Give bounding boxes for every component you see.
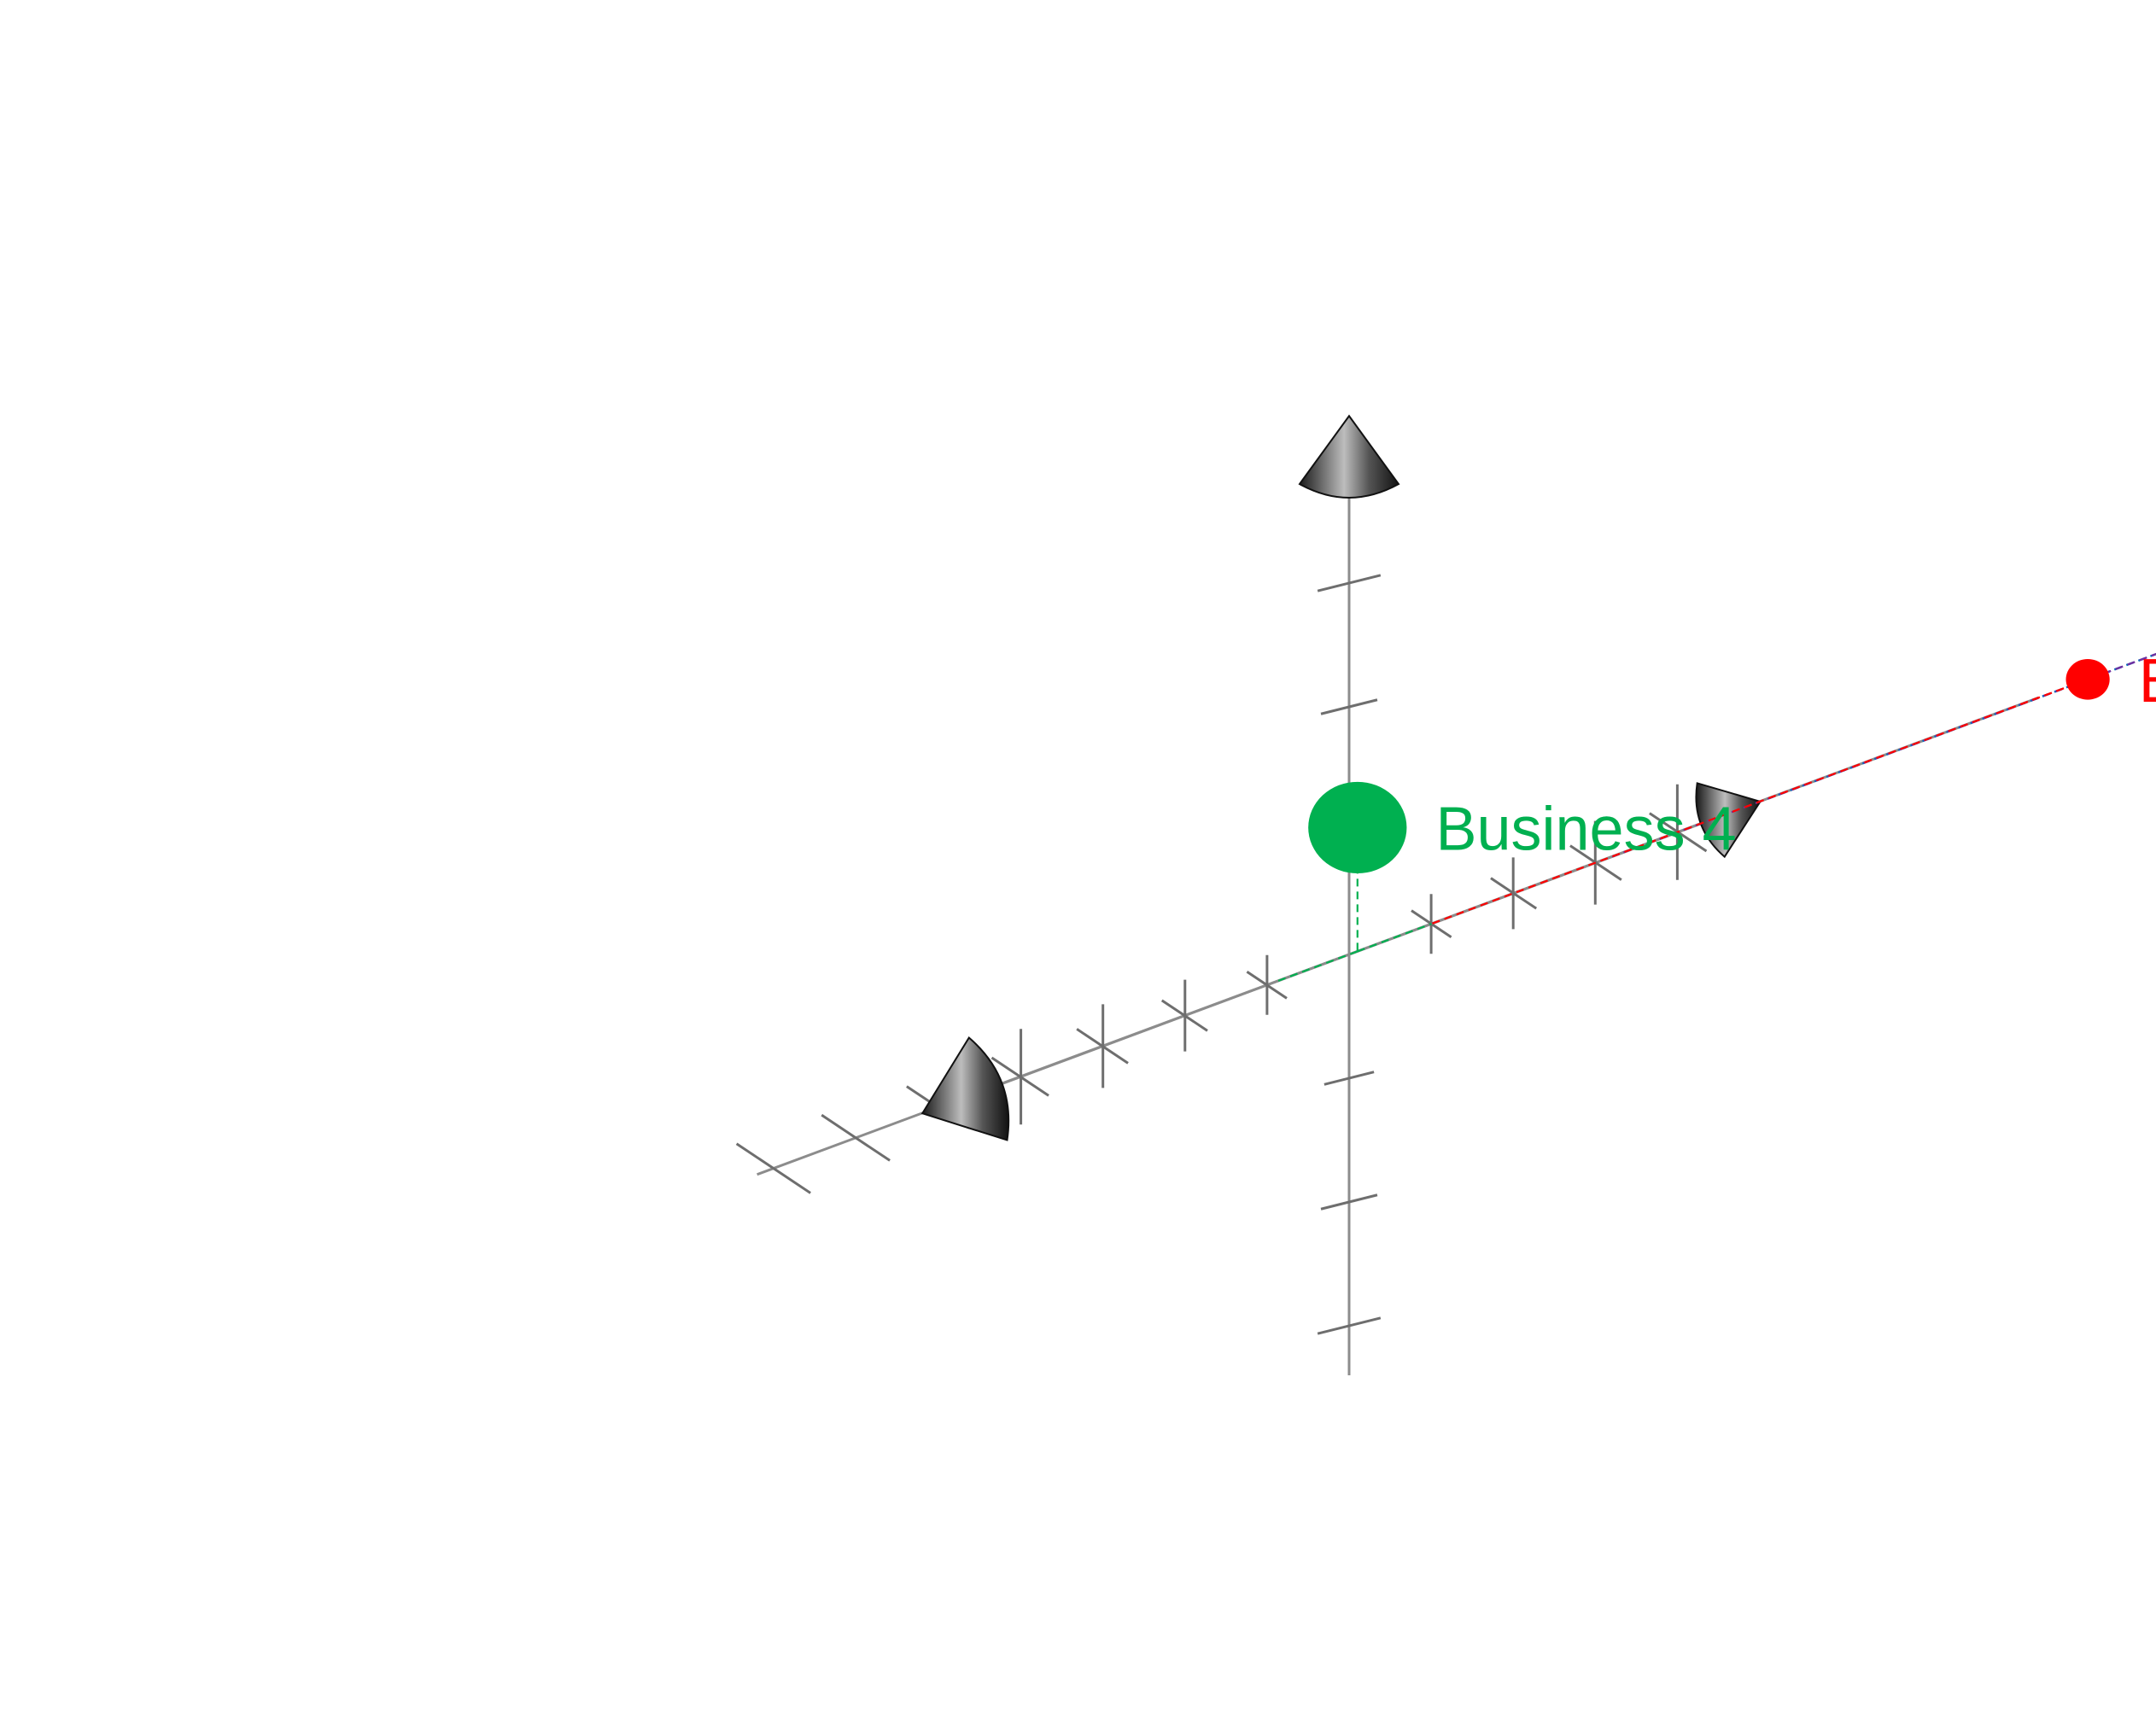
axes	[735, 414, 2039, 1375]
point-label-4: Business 4	[1435, 795, 1736, 863]
point-label-3: Business 3	[2139, 647, 2156, 715]
z-axis-tick	[1323, 1071, 1375, 1086]
y-axis-tick	[1569, 844, 1622, 881]
y-axis-tick	[990, 1056, 1049, 1097]
data-point-4	[1308, 781, 1407, 874]
z-axis-tick	[1317, 1316, 1382, 1335]
y-axis-tick	[1490, 877, 1538, 910]
data-points	[1308, 658, 2110, 874]
x-axis-arrow-cone	[920, 1036, 1010, 1141]
y-axis-tick	[1160, 999, 1208, 1032]
floor-line-y-3	[1430, 678, 2089, 925]
y-axis-tick	[1246, 971, 1288, 1000]
y-axis-tick	[1076, 1028, 1129, 1065]
point-labels: Business 1Business 2Business 3Business 4	[1435, 647, 2156, 864]
floor-line-x-2	[1931, 652, 2156, 738]
z-axis-arrow-cone	[1298, 414, 1400, 499]
floor-line-y-4	[1357, 923, 1432, 953]
data-point-3	[2065, 658, 2110, 700]
z-axis-tick	[1320, 1193, 1378, 1211]
y-axis-tick	[821, 1113, 891, 1162]
z-axis-tick	[1317, 574, 1382, 592]
z-axis-tick	[1320, 698, 1378, 715]
floor-line-x-4	[1275, 950, 1358, 983]
y-axis-line	[757, 819, 1712, 1176]
y-axis-tick	[735, 1142, 811, 1194]
